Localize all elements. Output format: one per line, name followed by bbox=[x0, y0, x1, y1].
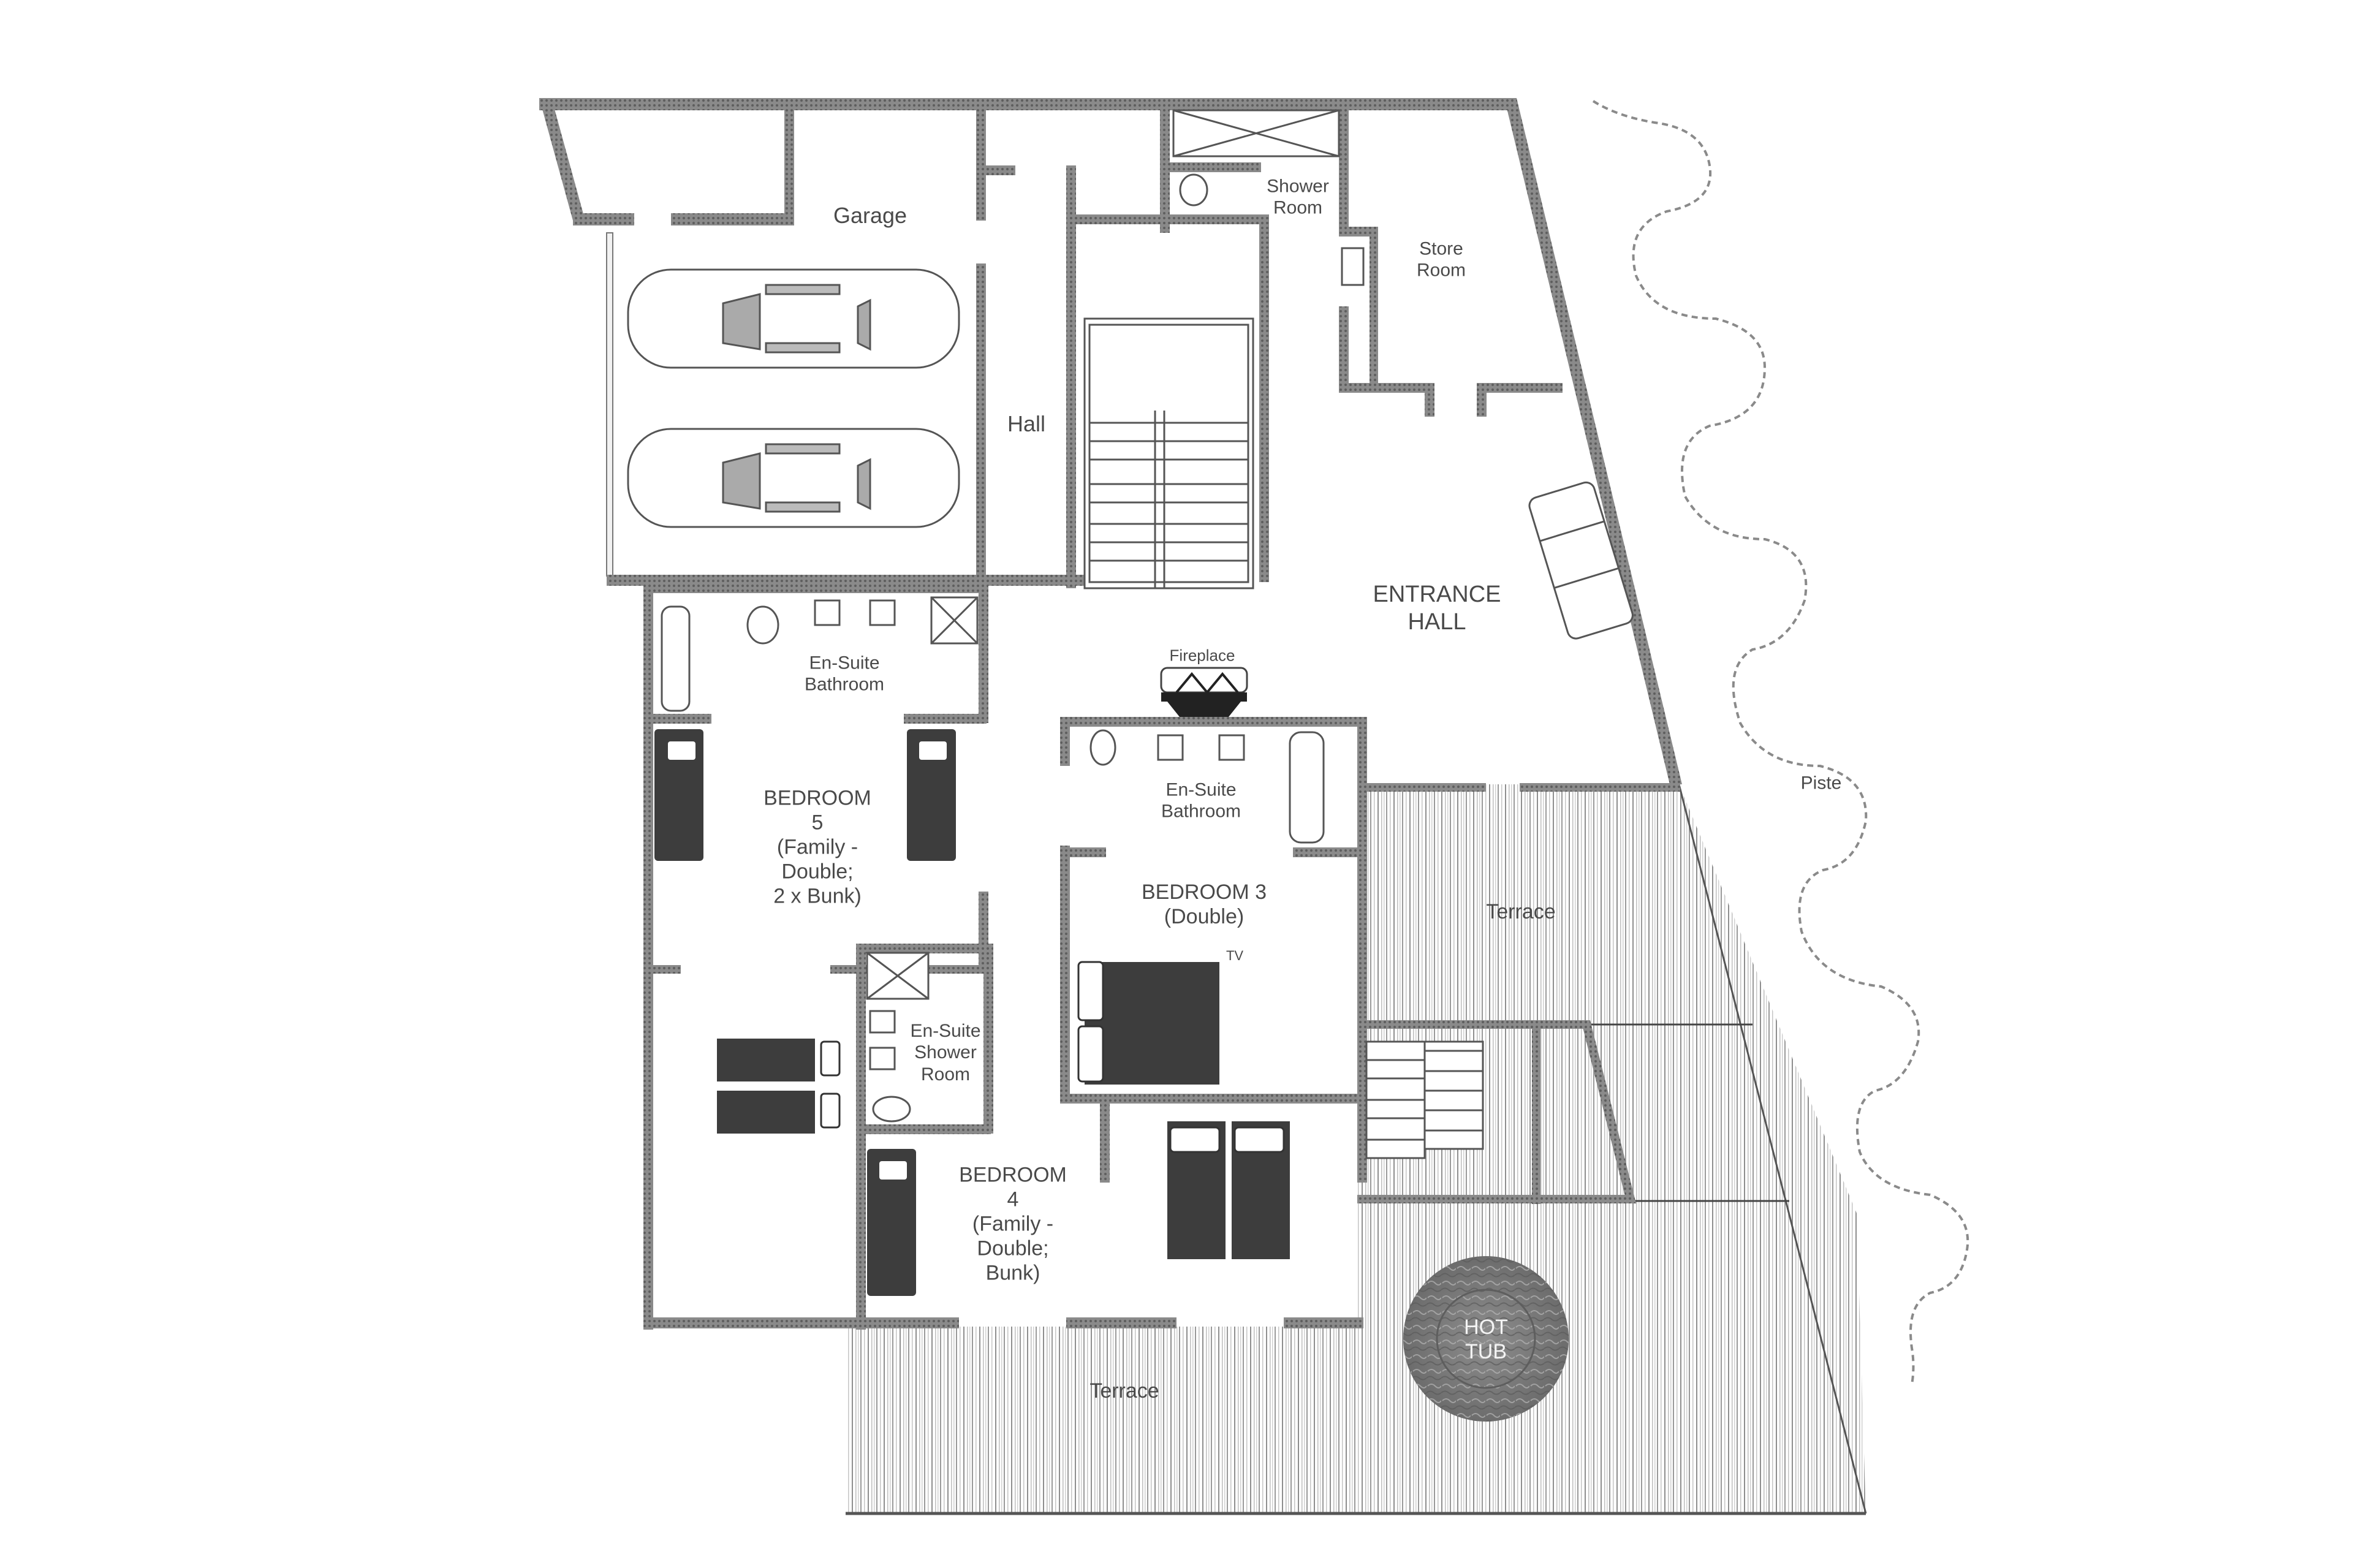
room-label-bedroom4: BEDROOM 4 (Family - Double; Bunk) bbox=[959, 1163, 1067, 1286]
room-label-line: HOT bbox=[1464, 1315, 1508, 1339]
room-label-line: BEDROOM 3 bbox=[1141, 880, 1267, 904]
piste-boundary bbox=[1592, 100, 1969, 1385]
room-label-ensuite-shower-room: En-Suite Shower Room bbox=[910, 1020, 980, 1085]
room-label-line: Shower bbox=[914, 1042, 977, 1063]
main-staircase bbox=[1083, 317, 1254, 589]
bathroom-fixtures bbox=[661, 109, 1365, 1123]
room-label-ensuite-bathroom-bedroom3: En-Suite Bathroom bbox=[1161, 779, 1241, 823]
room-label-line: BEDROOM bbox=[959, 1163, 1067, 1187]
terrace-staircase bbox=[1365, 1040, 1484, 1159]
bunk-bed-icon bbox=[654, 729, 956, 1296]
room-label-line: ENTRANCE bbox=[1373, 581, 1501, 608]
car-icon bbox=[627, 268, 960, 369]
exterior-walls bbox=[539, 98, 1682, 1330]
room-label-bedroom5: BEDROOM 5 (Family - Double; 2 x Bunk) bbox=[763, 786, 871, 909]
room-label-line: 2 x Bunk) bbox=[773, 885, 862, 909]
room-label-line: Double; bbox=[781, 860, 854, 884]
room-label-ensuite-bathroom-bedroom5: En-Suite Bathroom bbox=[805, 653, 884, 696]
sofa-icon bbox=[1528, 481, 1634, 640]
room-label-line: Room bbox=[1273, 198, 1323, 218]
room-label-line: (Family - bbox=[776, 835, 858, 859]
room-label-line: 5 bbox=[811, 811, 824, 835]
terrace-decking bbox=[846, 784, 1867, 1515]
room-label-line: Bunk) bbox=[985, 1262, 1040, 1286]
room-label-line: Room bbox=[1416, 260, 1466, 281]
room-label-line: Store bbox=[1419, 238, 1463, 259]
area-label-terrace-upper: Terrace bbox=[1486, 900, 1556, 923]
area-label-piste: Piste bbox=[1800, 773, 1842, 793]
room-label-line: BEDROOM bbox=[763, 786, 871, 810]
room-label-line: En-Suite bbox=[1165, 779, 1237, 800]
room-label-line: Bathroom bbox=[804, 675, 885, 695]
car-icon bbox=[627, 428, 960, 528]
bed-pillows bbox=[820, 961, 1285, 1153]
room-label-bedroom3: BEDROOM 3 (Double) bbox=[1142, 880, 1267, 929]
room-label-line: (Family - bbox=[972, 1212, 1054, 1236]
fixture-label-tv: TV bbox=[1226, 948, 1244, 964]
room-label-line: TUB bbox=[1465, 1340, 1507, 1363]
room-label-line: En-Suite bbox=[809, 653, 880, 673]
room-label-garage: Garage bbox=[833, 202, 907, 228]
area-label-hot-tub: HOT TUB bbox=[1464, 1315, 1508, 1364]
room-label-line: (Double) bbox=[1164, 905, 1245, 928]
room-label-line: Room bbox=[920, 1064, 971, 1085]
bed-pillows bbox=[668, 741, 947, 1180]
room-label-line: 4 bbox=[1007, 1187, 1019, 1211]
room-label-line: En-Suite bbox=[910, 1020, 981, 1041]
hot-tub-icon bbox=[1403, 1256, 1569, 1422]
double-bed-icon bbox=[717, 962, 1290, 1259]
room-label-line: HALL bbox=[1408, 609, 1466, 635]
room-label-line: Double; bbox=[977, 1237, 1049, 1261]
fireplace-icon bbox=[1160, 667, 1248, 717]
room-label-line: Shower bbox=[1267, 176, 1329, 197]
area-label-terrace-lower: Terrace bbox=[1089, 1379, 1159, 1403]
room-label-store-room: Store Room bbox=[1417, 238, 1466, 282]
room-label-entrance-hall: ENTRANCE HALL bbox=[1373, 581, 1501, 636]
fixture-label-fireplace: Fireplace bbox=[1169, 646, 1235, 665]
room-label-hall: Hall bbox=[1007, 411, 1046, 436]
room-label-shower-room: Shower Room bbox=[1267, 176, 1329, 219]
room-label-line: Bathroom bbox=[1161, 801, 1241, 822]
